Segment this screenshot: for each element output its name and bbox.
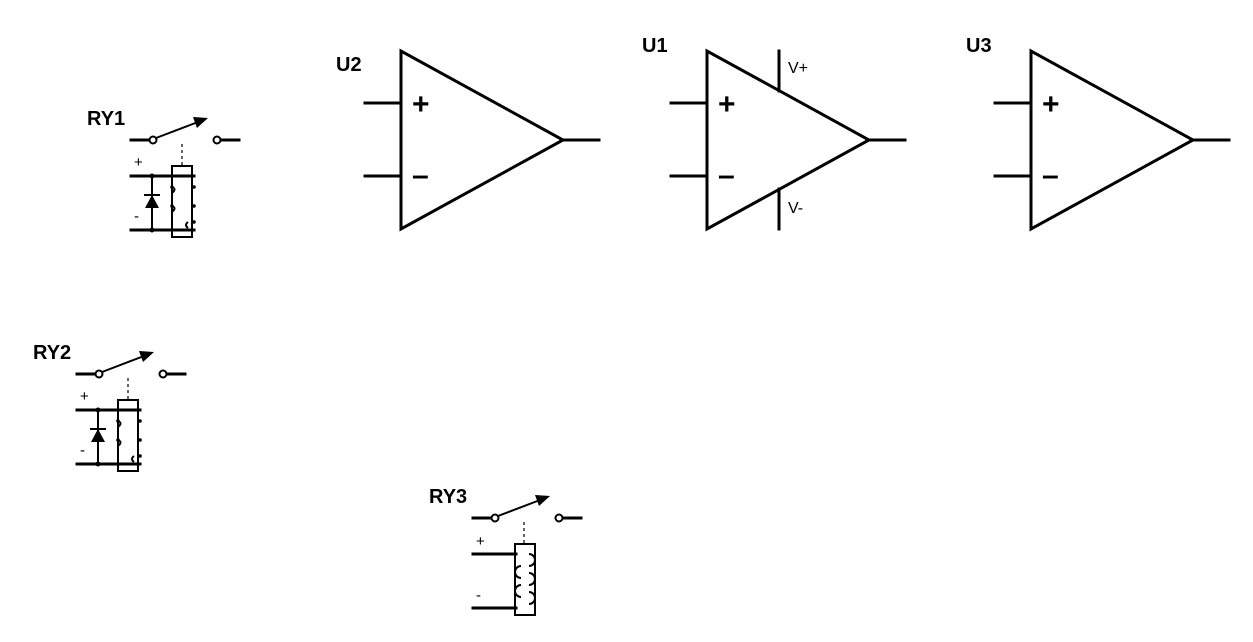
relay-ry1-switch-arm — [155, 121, 199, 139]
relay-ry2-switch-arm — [101, 355, 145, 373]
relay-ry2[interactable]: RY2 + - — [33, 342, 187, 472]
relay-ry3-coil-loops-right — [528, 553, 536, 605]
opamp-u3-minus-label: – — [1042, 159, 1059, 192]
relay-ry3-switch-arrow — [535, 495, 550, 506]
relay-ry1-diode — [145, 195, 159, 208]
opamp-u3-refdes: U3 — [966, 35, 992, 57]
relay-ry1-coil-windings — [171, 186, 189, 229]
relay-ry2-junction — [95, 461, 101, 467]
relay-ry1-coil-dot — [192, 204, 196, 208]
relay-ry1-junction — [149, 173, 155, 179]
relay-ry1-refdes: RY1 — [87, 108, 125, 130]
relay-ry3-no-contact — [554, 513, 564, 523]
relay-ry2-coil-dot — [138, 454, 142, 458]
relay-ry3[interactable]: RY3 + - — [429, 486, 583, 616]
opamp-u2-plus-label: + — [412, 88, 430, 121]
relay-ry2-common-contact — [94, 369, 104, 379]
opamp-u3-plus-label: + — [1042, 88, 1060, 121]
relay-ry2-coil-dot — [116, 438, 120, 442]
opamp-u1[interactable]: U1 + – V+ V- — [642, 35, 907, 232]
relay-ry2-coil-dot — [138, 438, 142, 442]
relay-ry1-plus-label: + — [134, 154, 143, 171]
relay-ry1-coil-dot — [192, 220, 196, 224]
relay-ry2-coil-dot — [138, 419, 142, 423]
opamp-u1-minus-label: – — [718, 159, 735, 192]
opamp-u1-vplus-label: V+ — [788, 60, 808, 77]
relay-ry1-common-contact — [148, 135, 158, 145]
opamp-u1-plus-label: + — [718, 88, 736, 121]
opamp-u2-refdes: U2 — [336, 54, 362, 76]
relay-ry1-no-contact — [212, 135, 222, 145]
relay-ry1-coil-body — [171, 165, 193, 238]
opamp-u3[interactable]: U3 + – — [966, 35, 1231, 232]
opamp-u2-body — [399, 48, 567, 232]
relay-ry2-diode — [91, 429, 105, 442]
relay-ry2-refdes: RY2 — [33, 342, 71, 364]
relay-ry3-plus-label: + — [476, 533, 485, 550]
relay-ry1-minus-label: - — [134, 208, 139, 225]
relay-ry2-plus-label: + — [80, 388, 89, 405]
relay-ry2-switch-arrow — [139, 351, 154, 362]
opamp-u3-body — [1029, 48, 1197, 232]
relay-ry3-switch-arm — [497, 499, 541, 517]
relay-ry1-switch-arrow — [193, 117, 208, 128]
relay-ry2-junction — [95, 407, 101, 413]
opamp-u1-body — [705, 48, 873, 232]
relay-ry1-coil-dot — [170, 185, 174, 189]
relay-ry1[interactable]: RY1 + - — [87, 108, 241, 238]
relay-ry1-junction — [149, 227, 155, 233]
opamp-u2[interactable]: U2 + – — [336, 48, 601, 232]
relay-ry1-coil-dot — [170, 204, 174, 208]
relay-ry2-coil-dot — [116, 419, 120, 423]
relay-ry3-minus-label: - — [476, 587, 481, 604]
relay-ry1-coil-dot — [192, 185, 196, 189]
relay-ry2-no-contact — [158, 369, 168, 379]
relay-ry3-common-contact — [490, 513, 500, 523]
relay-ry3-refdes: RY3 — [429, 486, 467, 508]
opamp-u1-vminus-label: V- — [788, 200, 803, 217]
opamp-u2-minus-label: – — [412, 159, 429, 192]
relay-ry2-coil-body — [117, 399, 139, 472]
opamp-u1-refdes: U1 — [642, 35, 668, 57]
relay-ry2-minus-label: - — [80, 442, 85, 459]
relay-ry3-coil-loops-left — [514, 565, 522, 598]
relay-ry2-coil-windings — [117, 420, 135, 463]
